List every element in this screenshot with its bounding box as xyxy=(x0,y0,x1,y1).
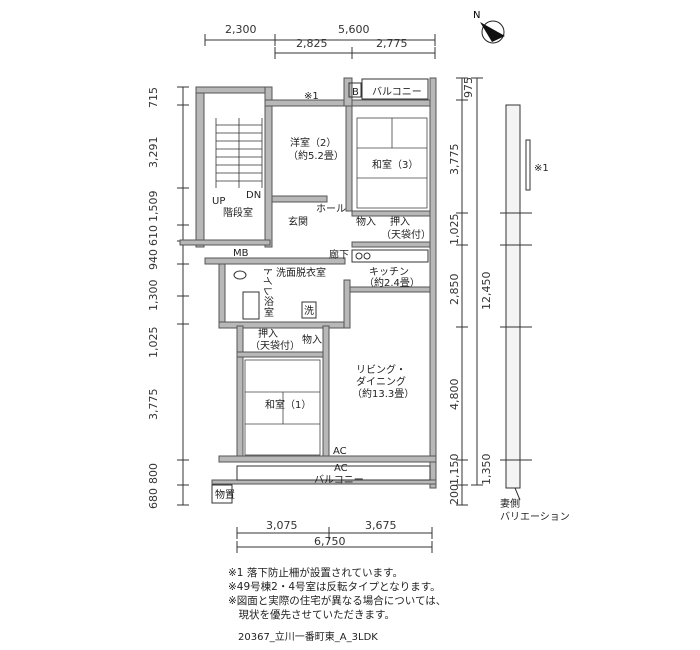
b-label: B xyxy=(352,87,359,98)
toilet-label: トイレ xyxy=(261,266,272,296)
stair-up-label: UP xyxy=(212,196,225,207)
svg-text:715: 715 xyxy=(147,87,160,108)
dim-top-2300: 2,300 xyxy=(225,23,257,36)
kitchen-size: （約2.4畳） xyxy=(364,276,420,289)
svg-text:3,775: 3,775 xyxy=(448,144,461,176)
japanese-room3-label: 和室（3） xyxy=(372,158,418,171)
living-size: （約13.3畳） xyxy=(352,387,414,400)
western-room-size: （約5.2畳） xyxy=(288,149,344,162)
tatami-room3 xyxy=(356,117,428,209)
living-label-2: ダイニング xyxy=(356,375,406,388)
dim-top-2825: 2,825 xyxy=(296,37,328,50)
dim-bottom-6750: 6,750 xyxy=(314,535,346,548)
dim-bottom-3075: 3,075 xyxy=(266,519,298,532)
closet2-sub: （天袋付） xyxy=(250,339,300,352)
svg-text:3,291: 3,291 xyxy=(147,137,160,169)
side-label-2: バリエーション xyxy=(500,511,570,523)
closet1-sub: （天袋付） xyxy=(381,228,431,241)
balcony-bottom xyxy=(236,465,431,481)
svg-text:3,775: 3,775 xyxy=(147,389,160,421)
svg-text:800: 800 xyxy=(147,463,160,484)
dim-bottom-3675: 3,675 xyxy=(365,519,397,532)
svg-text:200: 200 xyxy=(448,484,461,505)
svg-text:975: 975 xyxy=(462,77,475,98)
tatami-room1 xyxy=(244,359,321,456)
svg-text:1,025: 1,025 xyxy=(448,214,461,246)
note-line-1: ※1 落下防止柵が設置されています。 xyxy=(228,567,403,579)
mb-label: MB xyxy=(233,248,249,259)
side-elevation xyxy=(500,104,532,501)
balcony-top-label: バルコニー xyxy=(372,86,422,98)
dim-top-5600: 5,600 xyxy=(338,23,370,36)
left-dimensions xyxy=(177,86,189,506)
storage-shed xyxy=(211,484,233,504)
svg-text:940: 940 xyxy=(147,249,160,270)
right-dimensions xyxy=(456,77,483,506)
svg-text:2,850: 2,850 xyxy=(448,274,461,306)
svg-text:1,025: 1,025 xyxy=(147,327,160,359)
bottom-dimensions xyxy=(236,527,433,553)
left-dim-labels: 715 3,291 1,509 610 940 1,300 1,025 3,77… xyxy=(147,87,160,509)
side-note-mark: ※1 xyxy=(534,163,549,174)
closet2-label: 押入 xyxy=(258,327,278,340)
entrance-label: 玄関 xyxy=(288,215,308,228)
storage1-label: 物入 xyxy=(356,215,376,228)
kitchen-counter xyxy=(351,249,429,263)
bath-label-1: 浴 xyxy=(264,296,274,308)
compass-icon: N xyxy=(473,10,505,44)
plan-code: 20367_立川一番町東_A_3LDK xyxy=(238,632,378,643)
svg-text:4,800: 4,800 xyxy=(448,379,461,411)
stair-dn-label: DN xyxy=(246,190,261,201)
corridor-label: 廊下 xyxy=(329,248,349,261)
svg-text:12,450: 12,450 xyxy=(480,272,493,311)
hall-label: ホール xyxy=(316,203,346,215)
washroom-label: 洗面脱衣室 xyxy=(276,266,326,279)
note-line-3: ※図面と実際の住宅が異なる場合については、 xyxy=(228,595,447,607)
svg-text:1,150: 1,150 xyxy=(448,454,461,486)
storage3-label: 物置 xyxy=(215,488,235,501)
japanese-room1-label: 和室（1） xyxy=(265,398,311,411)
note-line-2: ※49号棟2・4号室は反転タイプとなります。 xyxy=(228,581,441,593)
bathtub xyxy=(242,291,260,320)
closet1-label: 押入 xyxy=(390,215,410,228)
top-dimensions xyxy=(204,34,436,59)
balcony-bottom-label: バルコニー xyxy=(314,474,364,486)
svg-text:680: 680 xyxy=(147,488,160,509)
svg-text:N: N xyxy=(473,10,480,21)
right-dim-labels: 975 3,775 1,025 2,850 4,800 1,150 12,450… xyxy=(448,77,493,505)
ac-label-2: AC xyxy=(334,463,348,474)
living-label-1: リビング・ xyxy=(356,363,406,376)
svg-text:1,350: 1,350 xyxy=(480,454,493,486)
washer-box xyxy=(301,301,317,319)
bath-label-2: 室 xyxy=(264,306,274,319)
b-box xyxy=(348,82,362,98)
svg-text:610: 610 xyxy=(147,225,160,246)
walls xyxy=(179,77,437,489)
note-mark-top: ※1 xyxy=(304,91,319,102)
side-label-1: 妻側 xyxy=(500,497,520,510)
svg-text:1,300: 1,300 xyxy=(147,280,160,312)
western-room-label: 洋室（2） xyxy=(290,136,336,149)
kitchen-label: キッチン xyxy=(369,266,409,278)
toilet-fixture xyxy=(233,270,247,280)
balcony-top xyxy=(361,78,429,100)
svg-text:1,509: 1,509 xyxy=(147,191,160,223)
room-labels: バルコニー B ※1 洋室（2） （約5.2畳） 和室（3） 階段室 UP DN… xyxy=(212,86,570,523)
washer-label: 洗 xyxy=(304,305,314,317)
stair-hall-label: 階段室 xyxy=(223,206,253,219)
staircase xyxy=(215,118,263,188)
storage2-label: 物入 xyxy=(302,333,322,346)
note-line-4: 現状を優先させていただきます。 xyxy=(228,609,395,621)
dim-top-2775: 2,775 xyxy=(376,37,408,50)
ac-label-1: AC xyxy=(333,446,347,457)
